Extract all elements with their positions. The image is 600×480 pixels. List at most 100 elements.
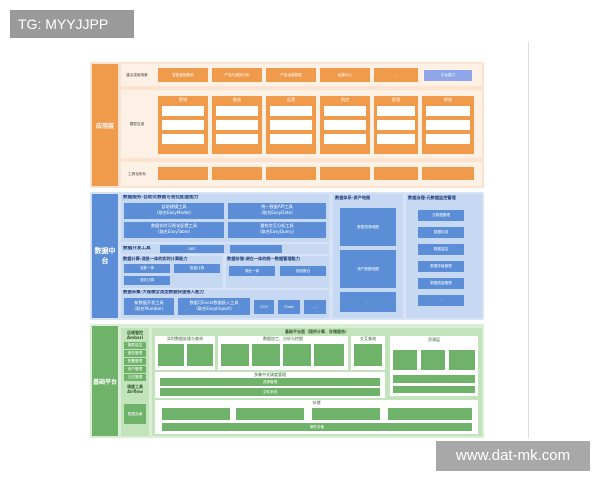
ingest-title: 数据采集-大规模全类型数据快速接入能力 [123, 290, 204, 295]
process-cell [221, 344, 249, 366]
query-cell [354, 344, 382, 366]
asset-title: 数据体系-资产地图 [335, 195, 371, 200]
ingest-easyimport-name: 数据可Excel数据接入工具 [189, 300, 239, 305]
svc-easymodel-name: 自助建模工具 [161, 204, 187, 209]
resource-bar [393, 375, 475, 383]
asset-cell: 数据资源地图 [340, 208, 396, 246]
model-tile [162, 106, 204, 116]
resource-title: 资源层 [428, 337, 440, 342]
model-tile [324, 134, 366, 144]
gov-cell: 数据评级管理 [418, 261, 464, 272]
model-label: 模型应用 [129, 121, 145, 126]
sched-row-title: 多集中式调度管理 [254, 372, 286, 377]
model-head: 营销 [178, 97, 188, 102]
process-title: 数据加工、分析与挖掘 [263, 336, 303, 341]
scene-item: ... [374, 68, 418, 82]
calc-cell: 流式计算 [124, 276, 170, 285]
ops-item: 日志管理 [124, 374, 146, 381]
svc-easydata [228, 203, 326, 219]
scene-extra: 平台能力 [424, 70, 472, 81]
model-tile [270, 106, 312, 116]
calc-title: 数据计算-流批一体的实时计算能力 [123, 256, 188, 261]
model-tile [377, 106, 415, 116]
svc-easyquery-name: 重构交互分析工具 [260, 223, 294, 228]
svc-easytable-sub: （取名EasyTable） [155, 229, 193, 234]
model-tile [270, 120, 312, 130]
site-watermark: www.dat-mk.com [436, 441, 590, 471]
ingest-plumber-name: 新数据开发工具 [134, 300, 164, 305]
store-cell: 传统数仓 [280, 266, 326, 276]
storage-row-title: 存储 [312, 400, 321, 405]
svc-easytable [124, 222, 224, 238]
model-tile [377, 134, 415, 144]
calc-cell: 批量计算 [174, 264, 220, 273]
ingest-cch: CCH [254, 300, 274, 314]
process-cell [252, 344, 280, 366]
model-tile [270, 134, 312, 144]
storage-cell [162, 408, 230, 420]
lineage-item: 数据血缘 [124, 404, 146, 424]
model-head: 服务 [232, 97, 242, 102]
model-tile [324, 120, 366, 130]
ingest-plumber [124, 298, 174, 315]
model-tile [162, 120, 204, 130]
scene-label: 重点突破场景 [126, 72, 148, 77]
model-tile [162, 134, 204, 144]
ingest-more: ... [304, 300, 326, 314]
model-tile [324, 106, 366, 116]
sched-subtitle: Airflow [127, 389, 143, 394]
resource-bar [393, 386, 475, 393]
svc-easyquery [228, 222, 326, 238]
model-head: 风控 [340, 97, 350, 102]
ops-title: 运维管控 [127, 330, 143, 335]
page-divider [528, 42, 529, 438]
gov-cell: 元数据管理 [418, 210, 464, 221]
model-tile [426, 120, 470, 130]
ingest-easyimport-sub: （取名EasyImport） [193, 306, 235, 311]
dev-title: 数据开发工具 [123, 246, 151, 251]
resource-cell [393, 350, 417, 370]
asset-cell: ... [340, 292, 396, 312]
tool-item [422, 167, 474, 180]
process-cell [283, 344, 311, 366]
gov-cell: ... [418, 295, 464, 306]
svc-easymodel [124, 203, 224, 219]
svc-easytable-name: 数据实时可视化配置工具 [150, 223, 198, 228]
scene-item: 运营中心 [320, 68, 370, 82]
app-layer-label: 应用层 [92, 64, 118, 186]
scene-item: 智能营销服务 [158, 68, 208, 82]
model-head: 运营 [286, 97, 296, 102]
tool-item [374, 167, 418, 180]
realtime-cell [187, 344, 213, 366]
ingest-flask: Flask [278, 300, 300, 314]
store-title: 数据存储-湖仓一体的统一数据管理能力 [227, 256, 300, 261]
tool-label: 工具化体系 [128, 171, 146, 176]
ops-item: 用户管理 [124, 366, 146, 373]
ops-item: 服务管理 [124, 350, 146, 357]
dev-panel [121, 244, 329, 254]
gov-title: 数据治理-元数据监控管理 [408, 195, 456, 200]
svc-easymodel-sub: （取名EasyModel） [154, 210, 194, 215]
ops-subtitle: Ambari [126, 335, 144, 340]
tool-item [266, 167, 316, 180]
gov-cell: 数据监控 [418, 244, 464, 255]
store-cell: 湖仓一体 [229, 266, 275, 276]
tool-item [320, 167, 370, 180]
process-cell [314, 344, 344, 366]
dev-extra [230, 245, 282, 253]
ingest-plumber-sub: （取名Plumber） [131, 306, 167, 311]
tool-item [158, 167, 208, 180]
realtime-cell [158, 344, 184, 366]
gov-cell: 数据质量管理 [418, 278, 464, 289]
model-tile [216, 134, 258, 144]
scene-item: 产品运营数据 [266, 68, 316, 82]
model-tile [216, 106, 258, 116]
overlay-tag: TG: MYYJJPP [10, 10, 134, 38]
svc-easydata-sub: （取名EasyData） [258, 210, 296, 215]
hardware-stripe: 硬件设备 [162, 423, 472, 431]
model-tile [426, 106, 470, 116]
model-tile [216, 120, 258, 130]
resource-cell [449, 350, 475, 370]
gov-cell: 数据标准 [418, 227, 464, 238]
dev-tag: DBT [160, 245, 224, 253]
